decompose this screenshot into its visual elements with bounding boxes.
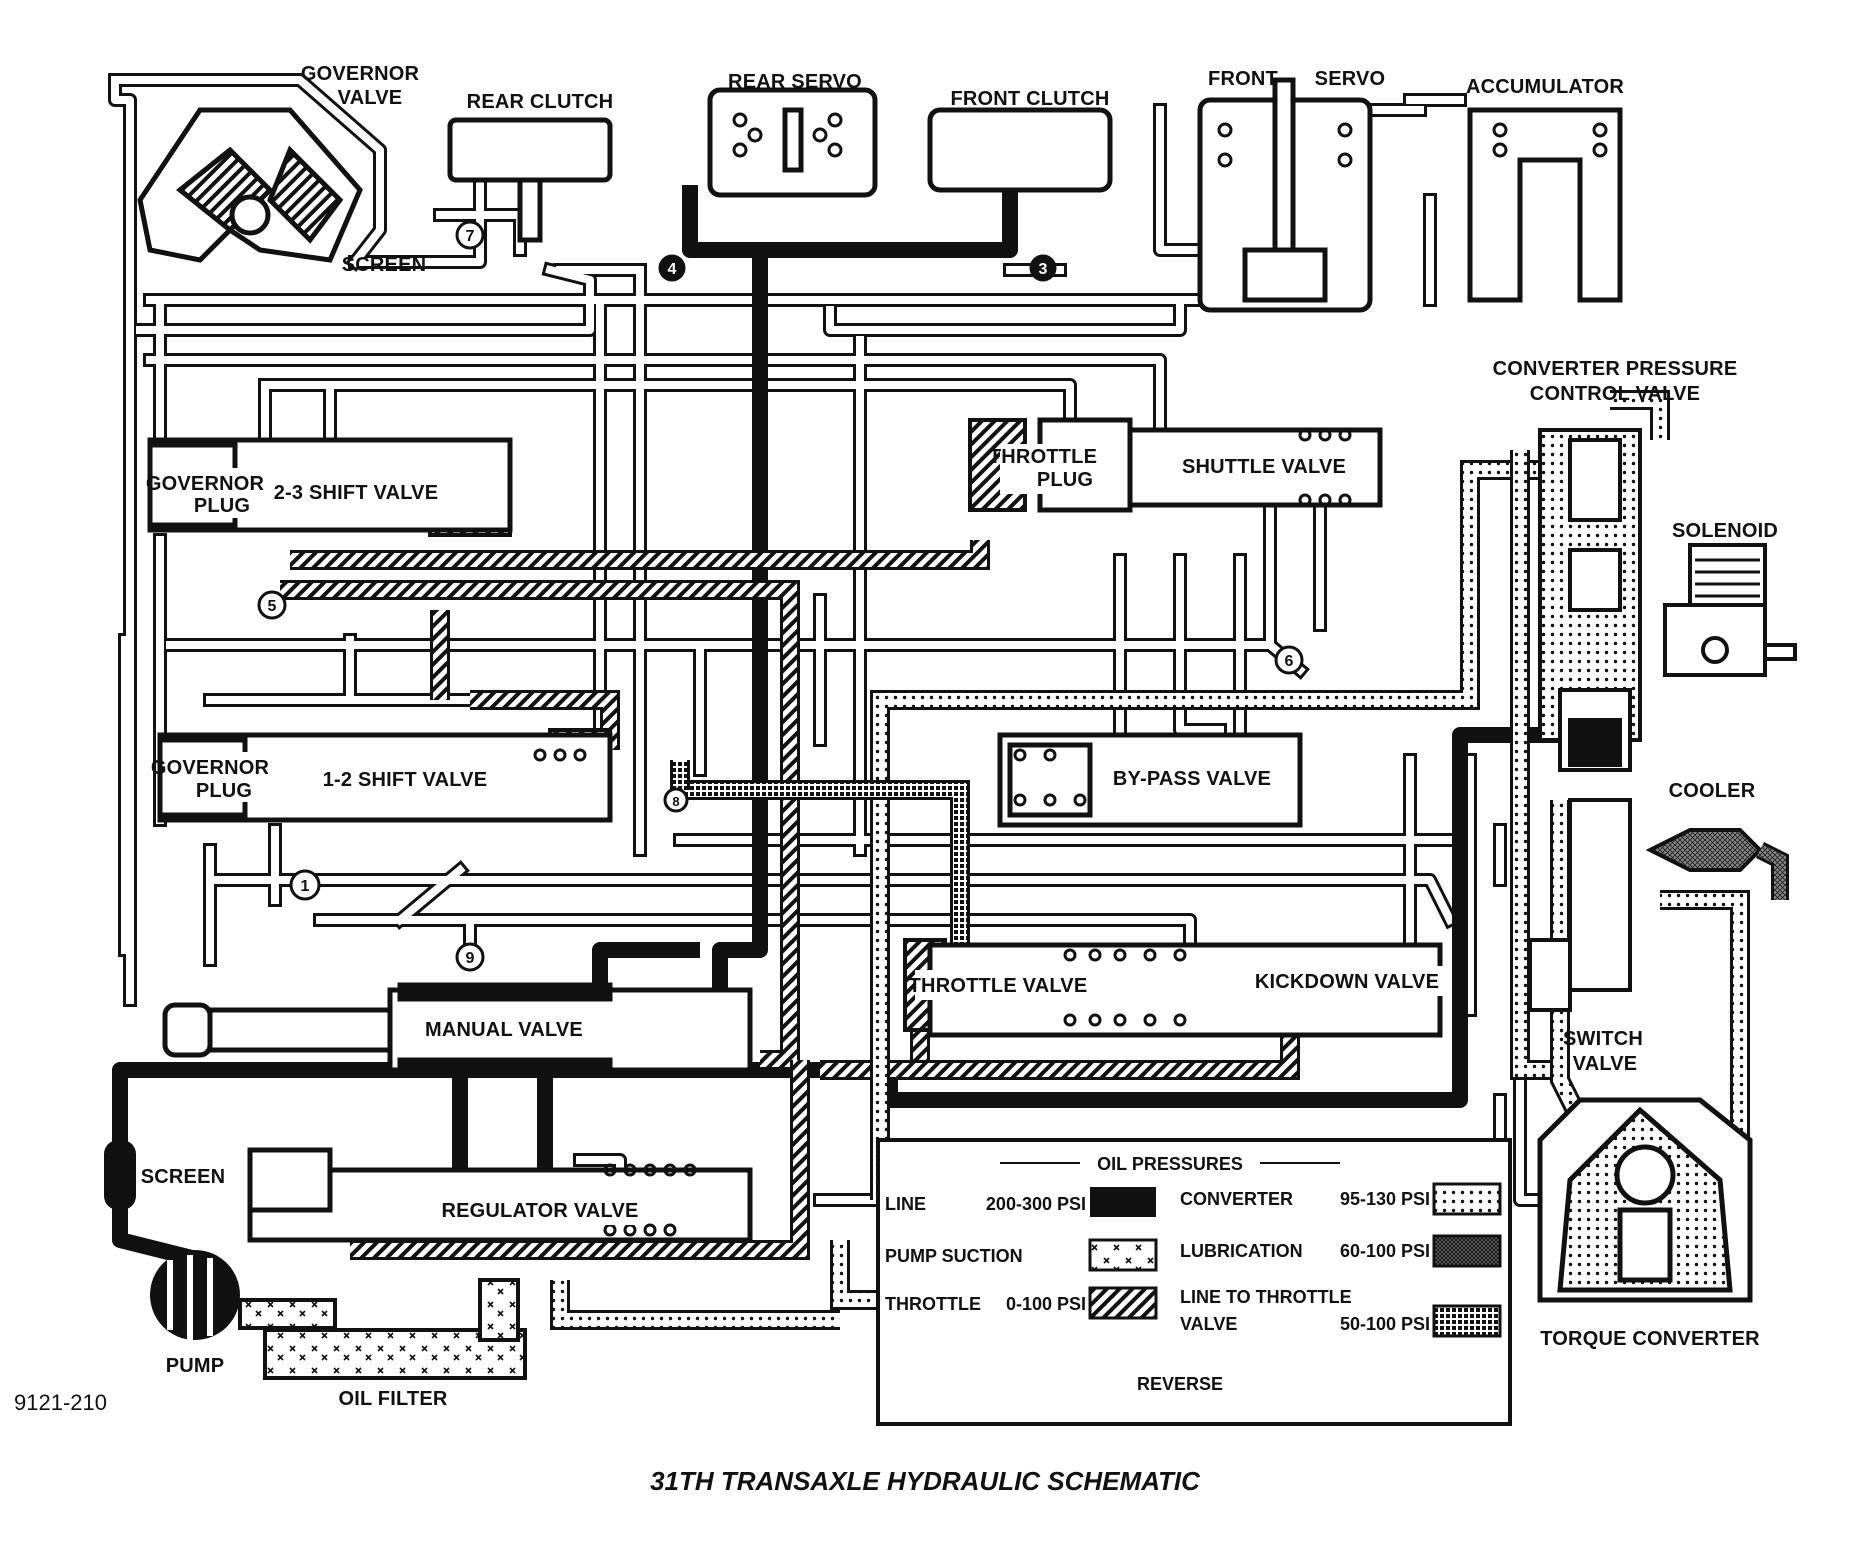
circuit-number-8: 8 (672, 794, 679, 809)
label-screen-top: SCREEN (342, 254, 427, 276)
cooler-body (1645, 828, 1789, 900)
component-labels: GOVERNOR VALVE REAR CLUTCH REAR SERVO FR… (141, 63, 1778, 1410)
label-throttle-valve: THROTTLE VALVE (909, 975, 1088, 997)
accumulator-housing (1467, 107, 1623, 303)
label-pump: PUMP (166, 1355, 225, 1377)
circuit-number-5: 5 (268, 598, 277, 615)
circuit-number-6: 6 (1285, 653, 1294, 670)
label-governor-plug-top-1: GOVERNOR (146, 473, 265, 495)
circuit-number-9: 9 (466, 950, 475, 967)
label-shuttle-valve: SHUTTLE VALVE (1182, 456, 1346, 478)
front-servo-housing (1197, 77, 1373, 313)
label-cpcv-1: CONVERTER PRESSURE (1493, 358, 1738, 380)
legend-mode: REVERSE (1137, 1374, 1223, 1394)
label-throttle-plug-2: PLUG (1037, 469, 1093, 491)
line-to-throttle-circuit (670, 760, 970, 950)
front-clutch-housing (927, 107, 1113, 193)
circuit-number-4: 4 (668, 261, 677, 278)
label-front-servo-front: FRONT (1208, 68, 1278, 90)
label-switch-valve-2: VALVE (1573, 1053, 1638, 1075)
legend-line-to-throttle-swatch (1432, 1304, 1502, 1338)
solenoid-body (1663, 543, 1797, 677)
pump-body (150, 1250, 240, 1340)
legend-pump-suction-name: PUMP SUCTION (885, 1246, 1023, 1266)
legend-lubrication-name: LUBRICATION (1180, 1241, 1303, 1261)
legend-pump-suction-swatch (1088, 1238, 1158, 1272)
page-caption: 31TH TRANSAXLE HYDRAULIC SCHEMATIC (650, 1466, 1200, 1496)
torque-converter-body (1537, 1097, 1753, 1303)
legend-line-name: LINE (885, 1194, 926, 1214)
legend-lubrication-range: 60-100 PSI (1340, 1241, 1430, 1261)
label-accumulator: ACCUMULATOR (1466, 76, 1624, 98)
label-torque-converter: TORQUE CONVERTER (1540, 1328, 1760, 1350)
legend-line-to-throttle-name: LINE TO THROTTLE (1180, 1287, 1352, 1307)
label-cooler: COOLER (1669, 780, 1756, 802)
circuit-number-1: 1 (301, 878, 310, 895)
label-solenoid: SOLENOID (1672, 520, 1778, 542)
governor-valve-body (137, 107, 363, 263)
label-throttle-plug-1: THROTTLE (989, 446, 1097, 468)
label-regulator-valve: REGULATOR VALVE (441, 1200, 638, 1222)
pump-suction-circuit (238, 1278, 527, 1380)
circuit-number-markers (257, 220, 1304, 972)
label-shift-2-3: 2-3 SHIFT VALVE (274, 482, 439, 504)
legend-converter-name: CONVERTER (1180, 1189, 1293, 1209)
label-oil-filter: OIL FILTER (338, 1388, 447, 1410)
label-front-servo-servo: SERVO (1315, 68, 1386, 90)
rear-clutch-housing (447, 117, 613, 243)
label-switch-valve-1: SWITCH (1563, 1028, 1643, 1050)
converter-pressure-control-valve (1558, 438, 1632, 772)
legend-throttle-name: THROTTLE (885, 1294, 981, 1314)
figure-id: 9121-210 (14, 1390, 107, 1415)
label-manual-valve: MANUAL VALVE (425, 1019, 583, 1041)
legend-title: OIL PRESSURES (1097, 1154, 1243, 1174)
legend-line-to-throttle-range: 50-100 PSI (1340, 1314, 1430, 1334)
label-governor-plug-bottom-2: PLUG (196, 780, 252, 802)
rear-servo-housing (707, 87, 878, 198)
label-shift-1-2: 1-2 SHIFT VALVE (323, 769, 488, 791)
line-pressure-circuit (112, 185, 1560, 1268)
legend-line-range: 200-300 PSI (986, 1194, 1086, 1214)
legend-line-swatch (1090, 1187, 1156, 1217)
label-governor-valve-2: VALVE (338, 87, 403, 109)
legend-throttle-swatch (1088, 1286, 1158, 1320)
oil-pressure-legend: OIL PRESSURES LINE 200-300 PSI PUMP SUCT… (876, 1138, 1512, 1426)
switch-valve-bore (1528, 798, 1632, 1012)
label-governor-plug-bottom-1: GOVERNOR (151, 757, 270, 779)
label-cpcv-2: CONTROL VALVE (1530, 383, 1700, 405)
label-kickdown-valve: KICKDOWN VALVE (1255, 971, 1439, 993)
line-screen (104, 1140, 136, 1210)
label-by-pass-valve: BY-PASS VALVE (1113, 768, 1271, 790)
label-governor-plug-top-2: PLUG (194, 495, 250, 517)
label-rear-servo: REAR SERVO (728, 71, 862, 93)
label-front-clutch: FRONT CLUTCH (950, 88, 1109, 110)
circuit-number-7: 7 (466, 228, 475, 245)
label-rear-clutch: REAR CLUTCH (467, 91, 614, 113)
label-governor-valve-1: GOVERNOR (301, 63, 420, 85)
circuit-number-3: 3 (1039, 261, 1048, 278)
legend-throttle-range: 0-100 PSI (1006, 1294, 1086, 1314)
label-screen-bottom: SCREEN (141, 1166, 226, 1188)
legend-converter-swatch (1432, 1182, 1502, 1216)
legend-line-to-throttle-name2: VALVE (1180, 1314, 1237, 1334)
throttle-circuit (280, 418, 1322, 1260)
legend-converter-range: 95-130 PSI (1340, 1189, 1430, 1209)
legend-lubrication-swatch (1432, 1234, 1502, 1268)
